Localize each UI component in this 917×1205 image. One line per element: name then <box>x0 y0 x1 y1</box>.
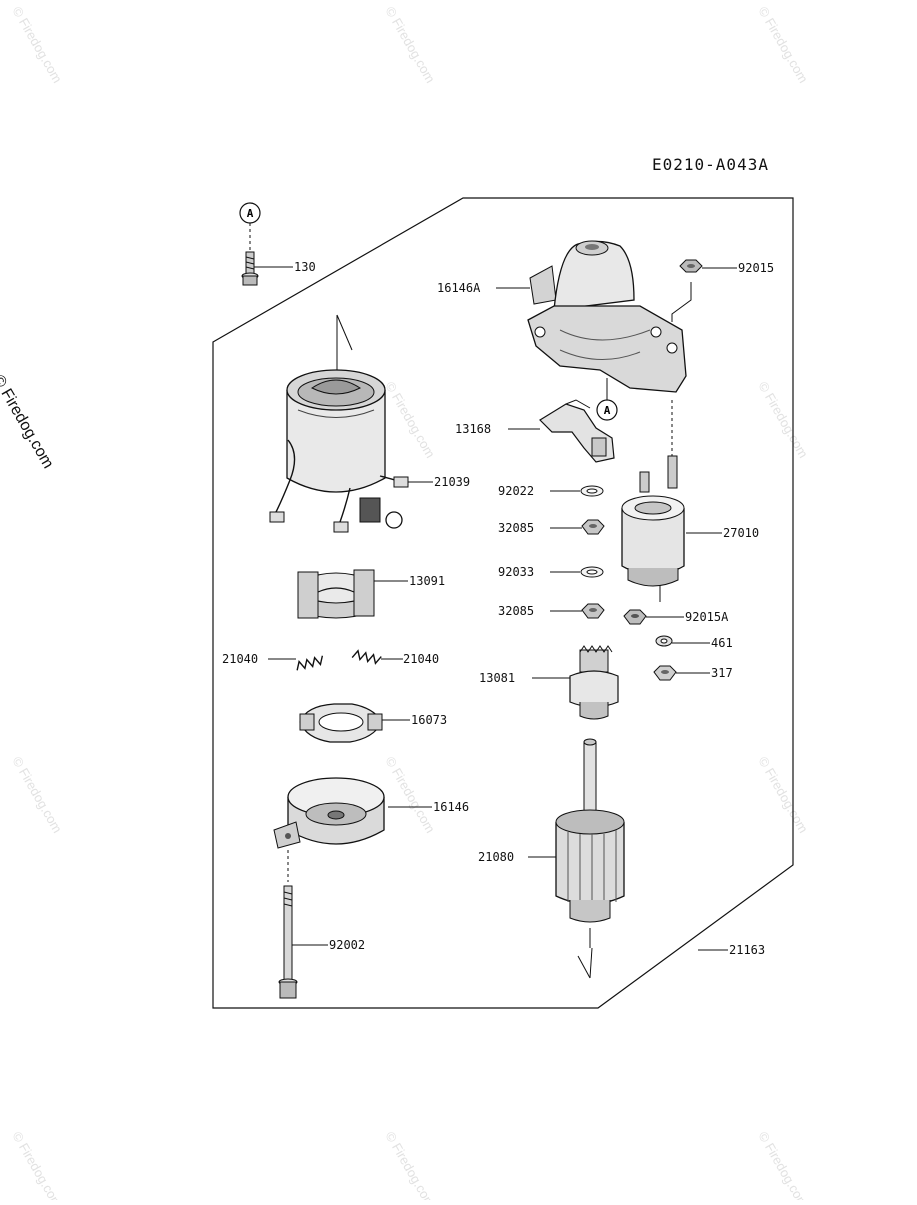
part-label-92022: 92022 <box>498 484 534 498</box>
plate-16073 <box>299 703 410 743</box>
solenoid-27010 <box>621 400 722 602</box>
nut-92015A <box>623 609 684 625</box>
part-label-21080: 21080 <box>478 850 514 864</box>
callout-letter: A <box>247 207 254 220</box>
watermark: © Firedog.com <box>9 1129 65 1200</box>
drive-housing-16146A <box>496 240 687 393</box>
part-label-92002: 92002 <box>329 938 365 952</box>
washer-92033 <box>550 566 604 578</box>
brush-springs-21040 <box>268 649 403 671</box>
part-label-16073: 16073 <box>411 713 447 727</box>
watermark: © Firedog.com <box>755 754 811 836</box>
assembly-outline <box>212 197 794 1009</box>
callout-letter: A <box>604 404 611 417</box>
nut-92015 <box>671 259 737 322</box>
end-cover-16146 <box>273 777 432 882</box>
part-label-13081: 13081 <box>479 671 515 685</box>
part-label-461: 461 <box>711 636 733 650</box>
nut-317 <box>653 665 710 681</box>
watermark: © Firedog.com <box>382 1129 438 1200</box>
armature-21080 <box>528 738 625 979</box>
shift-lever-13168 <box>508 399 615 463</box>
watermark: © Firedog.com <box>382 4 438 86</box>
diagram-code: E0210-A043A <box>652 155 769 174</box>
callout-a-bottom: A <box>596 378 618 421</box>
washer-92022 <box>550 485 604 497</box>
callout-a-top: A <box>239 202 261 250</box>
watermark: © Firedog.com <box>755 1129 811 1200</box>
nut-32085-lower <box>550 603 605 619</box>
watermark: © Firedog.com <box>9 754 65 836</box>
part-label-21040-right: 21040 <box>403 652 439 666</box>
bolt-130 <box>241 251 293 286</box>
part-label-13091: 13091 <box>409 574 445 588</box>
part-label-16146A: 16146A <box>437 281 481 295</box>
brush-holder-13091 <box>297 569 408 619</box>
part-label-21039: 21039 <box>434 475 470 489</box>
part-label-16146: 16146 <box>433 800 469 814</box>
washer-461 <box>655 635 710 647</box>
part-label-21040-left: 21040 <box>222 652 258 666</box>
part-label-92015A: 92015A <box>685 610 729 624</box>
nut-32085-upper <box>550 519 605 535</box>
through-bolt-92002 <box>278 885 328 999</box>
watermark: © Firedog.com <box>755 4 811 86</box>
part-label-317: 317 <box>711 666 733 680</box>
part-label-13168: 13168 <box>455 422 491 436</box>
part-label-32085-upper: 32085 <box>498 521 534 535</box>
watermark: © Firedog.com <box>382 379 438 461</box>
yoke-21039 <box>269 314 433 533</box>
watermark: © Firedog.com <box>382 754 438 836</box>
part-label-92033: 92033 <box>498 565 534 579</box>
part-label-92015: 92015 <box>738 261 774 275</box>
part-label-27010: 27010 <box>723 526 759 540</box>
watermark: © Firedog.com <box>9 4 65 86</box>
part-label-130: 130 <box>294 260 316 274</box>
pinion-13081 <box>532 645 619 720</box>
watermark-pattern: © Firedog.com © Firedog.com © Firedog.co… <box>9 4 811 1205</box>
part-label-32085-lower: 32085 <box>498 604 534 618</box>
part-label-21163: 21163 <box>729 943 765 957</box>
watermark: © Firedog.com <box>755 379 811 461</box>
